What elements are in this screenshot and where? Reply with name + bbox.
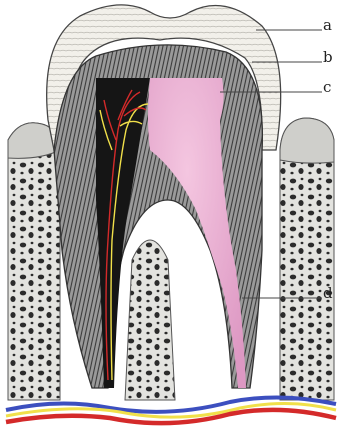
label-d: d	[323, 286, 333, 301]
label-c: c	[323, 80, 331, 95]
vessel-bundle	[6, 397, 336, 423]
label-b: b	[323, 50, 333, 65]
label-a: a	[323, 18, 332, 33]
